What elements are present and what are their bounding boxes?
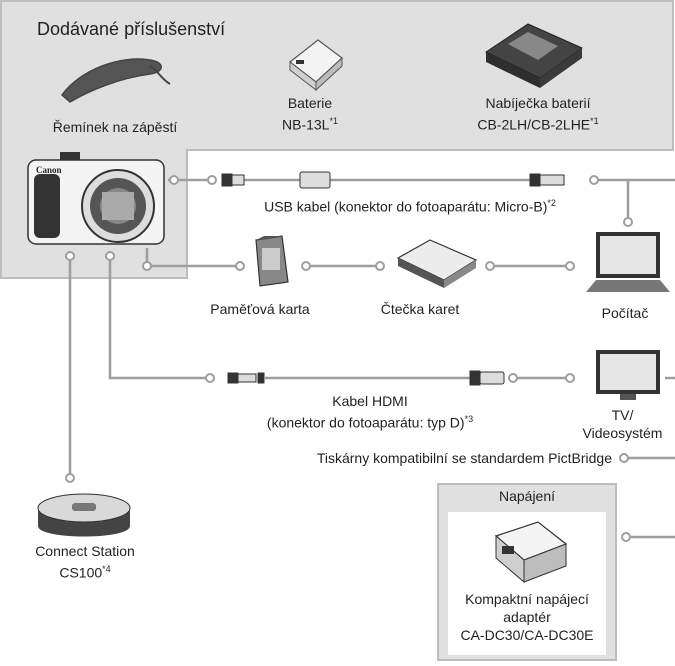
dot — [485, 261, 495, 271]
dot — [375, 261, 385, 271]
connect-station-line1: Connect Station — [35, 543, 135, 559]
dot — [205, 373, 215, 383]
hdmi-cable-icon — [227, 370, 505, 386]
dot — [565, 261, 575, 271]
power-line3: CA-DC30/CA-DC30E — [460, 627, 594, 643]
dot — [565, 373, 575, 383]
tv-line1: TV/ — [611, 407, 634, 423]
card-reader-label: Čtečka karet — [380, 301, 460, 317]
tv-icon — [596, 350, 660, 400]
dot — [235, 261, 245, 271]
power-adapter-label: Kompaktní napájecí adaptér CA-DC30/CA-DC… — [448, 590, 606, 644]
dot — [589, 175, 599, 185]
dot — [142, 261, 152, 271]
battery-line2: NB-13L*1 — [282, 116, 338, 133]
camera-icon — [27, 152, 165, 245]
hdmi-cable-label: Kabel HDMI (konektor do fotoaparátu: typ… — [220, 392, 520, 432]
power-inner: Kompaktní napájecí adaptér CA-DC30/CA-DC… — [448, 512, 606, 655]
dot — [169, 175, 179, 185]
memory-card-label: Paměťová karta — [210, 301, 310, 317]
tv-line2: Videosystém — [582, 425, 663, 441]
dot — [65, 251, 75, 261]
power-adapter-icon — [494, 521, 568, 584]
hdmi-line2: (konektor do fotoaparátu: typ D)*3 — [266, 414, 474, 431]
charger-label: Nabíječka baterií CB-2LH/CB-2LHE*1 — [448, 94, 628, 134]
wrist-strap-icon — [60, 58, 171, 103]
power-panel: Napájení Kompaktní napájecí adaptér CA-D… — [437, 483, 617, 661]
dot — [65, 473, 75, 483]
battery-icon — [289, 39, 343, 92]
wires — [68, 178, 675, 539]
dot — [301, 261, 311, 271]
battery-line1: Baterie — [287, 95, 333, 111]
power-title: Napájení — [498, 488, 556, 504]
dot — [508, 373, 518, 383]
charger-icon — [484, 23, 584, 88]
dot — [619, 453, 629, 463]
tv-label: TV/ Videosystém — [570, 406, 675, 442]
connect-station-line2: CS100*4 — [59, 564, 111, 581]
usb-cable-label: USB kabel (konektor do fotoaparátu: Micr… — [264, 198, 556, 215]
dot — [623, 217, 633, 227]
memory-card-icon — [255, 235, 289, 287]
card-reader-icon — [396, 239, 478, 288]
laptop-icon — [586, 232, 670, 292]
camera-brand: Canon — [36, 165, 62, 175]
battery-label: Baterie NB-13L*1 — [250, 94, 370, 134]
strap-label: Řemínek na zápěstí — [52, 119, 178, 135]
dot — [105, 251, 115, 261]
accessory-box-title: Dodávané příslušenství — [37, 19, 226, 39]
charger-line1: Nabíječka baterií — [485, 95, 591, 111]
usb-cable-icon — [221, 171, 565, 189]
charger-line2: CB-2LH/CB-2LHE*1 — [477, 116, 599, 133]
connect-station-icon — [37, 493, 131, 537]
dot — [207, 175, 217, 185]
power-line2: adaptér — [503, 609, 551, 625]
printers-label: Tiskárny kompatibilní se standardem Pict… — [316, 450, 612, 466]
hdmi-line1: Kabel HDMI — [332, 393, 408, 409]
power-line1: Kompaktní napájecí — [465, 591, 589, 607]
connect-station-label: Connect Station CS100*4 — [10, 542, 160, 582]
dot — [621, 532, 631, 542]
computer-label: Počítač — [601, 305, 649, 321]
